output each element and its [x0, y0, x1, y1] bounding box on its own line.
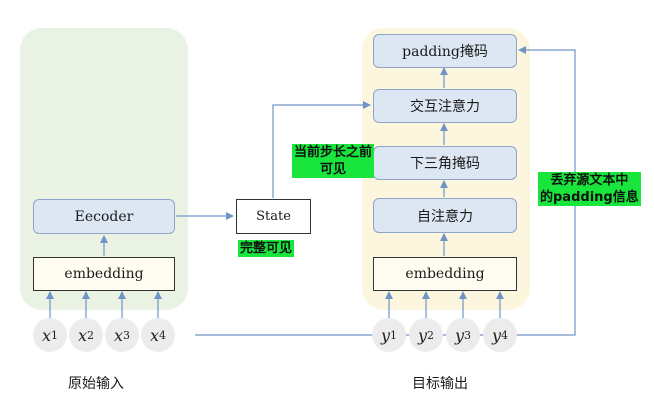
token-sub: 3	[123, 328, 131, 342]
causal-mask-block: 下三角掩码	[373, 146, 517, 180]
self-attention-block: 自注意力	[373, 198, 517, 233]
causal-mask-note: 当前步长之前 可见	[292, 144, 375, 178]
token-sub: 4	[159, 328, 167, 342]
token-var: x	[149, 325, 160, 345]
padding-info-note-line2: 的padding信息	[540, 190, 639, 205]
arrow-state-cross-attention	[272, 101, 371, 198]
encoder-embedding-block: embedding	[33, 257, 175, 291]
causal-mask-note-line2: 可见	[320, 162, 347, 177]
token-sub: 2	[87, 328, 95, 342]
decoder-caption: 目标输出	[412, 376, 468, 392]
state-visibility-note: 完整可见	[238, 240, 295, 257]
encoder-block: Eecoder	[33, 199, 175, 234]
token-sub: 4	[501, 328, 509, 342]
token-var: x	[77, 325, 88, 345]
padding-info-note-line1: 丢弃源文本中	[550, 173, 629, 188]
token-var: y	[417, 325, 428, 345]
decoder-embedding-block: embedding	[373, 257, 517, 291]
causal-mask-note-line1: 当前步长之前	[294, 145, 373, 160]
state-block: State	[236, 199, 311, 234]
token-sub: 2	[427, 328, 435, 342]
token-var: y	[454, 325, 465, 345]
token-var: y	[380, 325, 391, 345]
token-sub: 3	[464, 328, 472, 342]
token-sub: 1	[390, 328, 398, 342]
token-var: x	[41, 325, 52, 345]
padding-mask-label: padding掩码	[402, 44, 488, 60]
padding-mask-block: padding掩码	[373, 34, 517, 68]
cross-attention-block: 交互注意力	[373, 89, 517, 123]
token-var: x	[113, 325, 124, 345]
token-sub: 1	[51, 328, 59, 342]
encoder-caption: 原始输入	[68, 376, 124, 392]
encoder-panel	[20, 28, 188, 310]
token-var: y	[491, 325, 502, 345]
padding-info-note: 丢弃源文本中 的padding信息	[538, 172, 641, 206]
